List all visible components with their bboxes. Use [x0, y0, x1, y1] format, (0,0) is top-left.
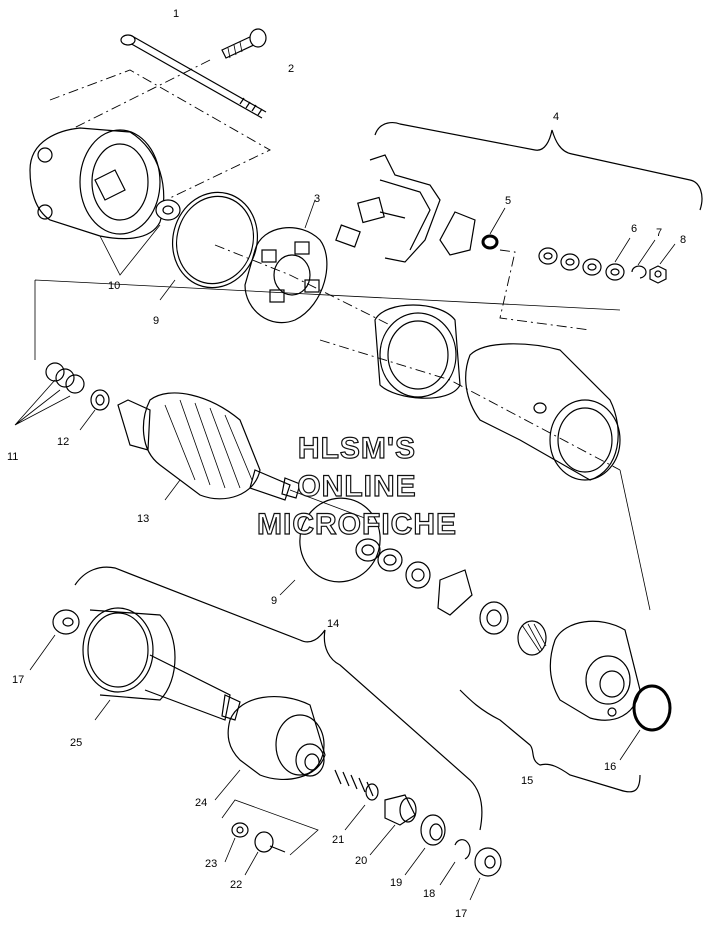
part-9-o-ring-mid [299, 497, 381, 583]
part-17-washer-bottom [474, 847, 502, 877]
part-5-o-ring [481, 234, 499, 250]
callout-13: 13 [137, 513, 149, 525]
part-24-clutch [214, 695, 326, 801]
part-15-front-housing [549, 620, 641, 721]
callout-15: 15 [521, 775, 533, 787]
part-4-brush-holder [335, 154, 476, 263]
part-13-armature [117, 392, 301, 501]
callout-4: 4 [553, 111, 559, 123]
parts-22-23-fasteners [221, 799, 319, 876]
part-16-o-ring [632, 684, 672, 732]
watermark-line-2: ONLINE [297, 469, 417, 503]
part-15-bracket-line [459, 689, 641, 793]
watermark-line-3: MICROFICHE [256, 507, 457, 541]
part-1-through-bolt [120, 34, 267, 119]
callout-18: 18 [423, 888, 435, 900]
part-25-gear-shaft [82, 607, 241, 721]
part-20-sleeve [384, 794, 416, 826]
callout-24: 24 [195, 797, 207, 809]
part-10-end-housing [29, 127, 181, 276]
callout-2: 2 [288, 63, 294, 75]
callout-23: 23 [205, 858, 217, 870]
callout-12: 12 [57, 436, 69, 448]
callout-20: 20 [355, 855, 367, 867]
callout-6: 6 [631, 223, 637, 235]
callout-25: 25 [70, 737, 82, 749]
callout-17-b: 17 [455, 908, 467, 920]
part-17-washer-top [52, 609, 80, 635]
parts-6-7-8-washers-nut [538, 237, 676, 284]
callout-labels: 1 2 3 4 5 6 7 8 9 10 11 12 13 9 14 15 16… [7, 8, 686, 920]
part-21-spring [334, 769, 379, 831]
callout-10: 10 [108, 280, 120, 292]
commutator-end-frame [374, 304, 461, 399]
field-frame-yoke [465, 343, 621, 481]
part-9-o-ring-top [171, 191, 259, 289]
part-2-screw [221, 28, 267, 59]
callout-14: 14 [327, 618, 339, 630]
callout-22: 22 [230, 879, 242, 891]
part-4-bracket-line [374, 122, 703, 211]
callout-7: 7 [656, 227, 662, 239]
part-3-brush-plate [244, 199, 328, 324]
callout-16: 16 [604, 761, 616, 773]
part-12-washer [90, 389, 110, 411]
callout-19: 19 [390, 877, 402, 889]
callout-17: 17 [12, 674, 24, 686]
callout-3: 3 [314, 193, 320, 205]
part-11-springs [14, 362, 85, 426]
part-19-washer [420, 814, 446, 846]
watermark-line-1: HLSM'S [297, 431, 417, 465]
callout-8: 8 [680, 234, 686, 246]
part-18-snap-ring [454, 839, 471, 860]
callout-11: 11 [7, 451, 18, 463]
callout-21: 21 [332, 834, 344, 846]
callout-9: 9 [153, 315, 159, 327]
callout-5: 5 [505, 195, 511, 207]
part-14-bracket-line [74, 566, 483, 831]
callout-1: 1 [173, 8, 179, 20]
mid-washers [355, 538, 547, 656]
callout-9-b: 9 [271, 595, 277, 607]
